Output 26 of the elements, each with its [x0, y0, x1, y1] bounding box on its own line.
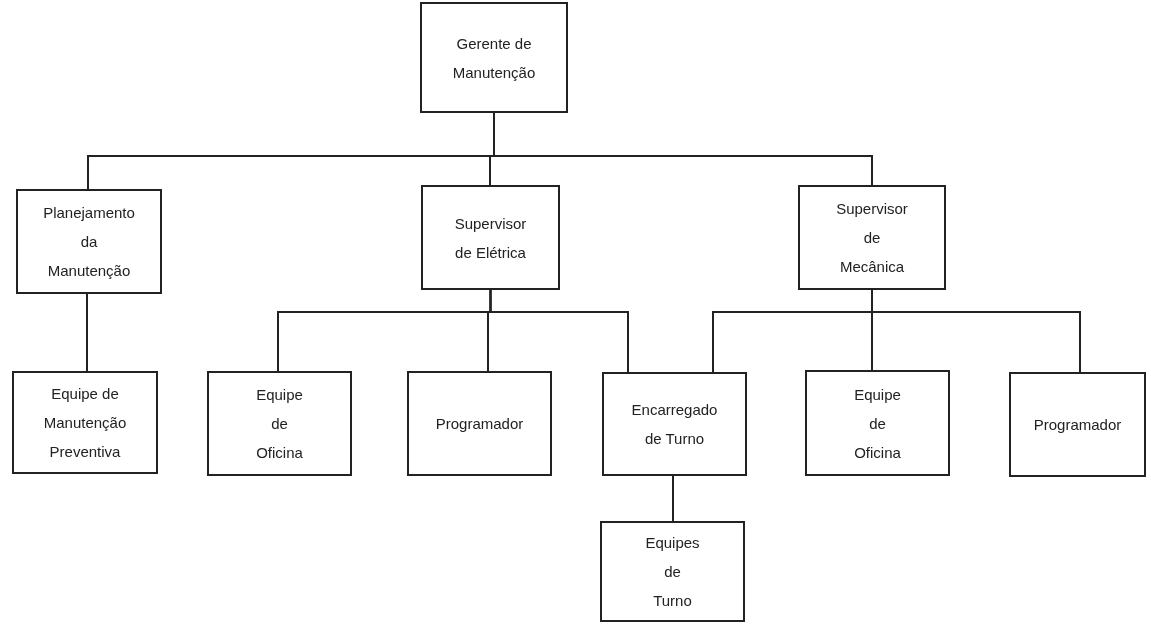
org-box	[16, 189, 162, 294]
connector-line	[871, 289, 1081, 373]
org-box	[602, 372, 747, 476]
connector-line	[672, 475, 674, 522]
role-label: Planejamento da Manutenção	[43, 203, 135, 281]
role-label: Equipe de Manutenção Preventiva	[42, 384, 128, 462]
org-box	[420, 2, 568, 113]
role-label: Supervisor de Mecânica	[836, 199, 908, 277]
org-box	[12, 371, 158, 474]
role-label: Encarregado de Turno	[631, 400, 718, 449]
role-label: Gerente de Manutenção	[452, 33, 536, 83]
org-box	[805, 370, 950, 476]
org-box	[600, 521, 745, 622]
org-box	[407, 371, 552, 476]
org-box	[207, 371, 352, 476]
org-box	[421, 185, 560, 290]
role-label: Equipe de Oficina	[256, 385, 303, 463]
role-label: Equipes de Turno	[645, 533, 700, 611]
connector-line	[489, 289, 629, 373]
connector-line	[86, 293, 88, 372]
role-label: Equipe de Oficina	[854, 384, 901, 463]
role-label: Programador	[1033, 415, 1122, 435]
org-box	[798, 185, 946, 290]
org-box	[1009, 372, 1146, 477]
role-label: Programador	[435, 414, 524, 434]
role-label: Supervisor de Elétrica	[454, 213, 527, 263]
